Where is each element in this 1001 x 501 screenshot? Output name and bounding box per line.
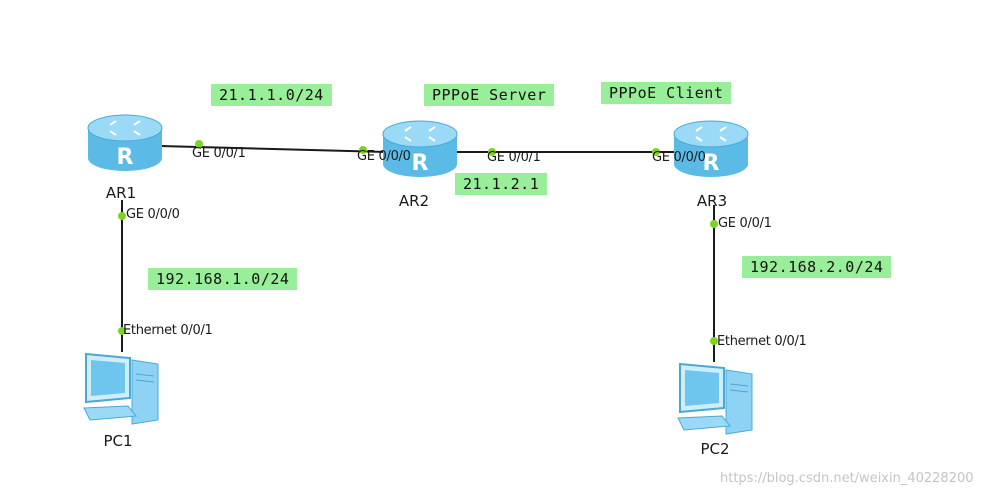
port-dot [710, 337, 718, 345]
port-dot [488, 148, 496, 156]
note-ar2-role: PPPoE Server [424, 84, 555, 106]
port-dot [118, 212, 126, 220]
port-dot [195, 140, 203, 148]
port-label-ar2-ge000: GE 0/0/0 [357, 149, 411, 164]
port-dot [710, 220, 718, 228]
device-label-ar3: AR3 [696, 192, 728, 210]
port-label-ar2-ge001: GE 0/0/1 [487, 150, 541, 165]
device-label-pc1: PC1 [103, 432, 133, 450]
note-ar2-addr: 21.1.2.1 [455, 173, 548, 195]
port-label-ar1-ge001: GE 0/0/1 [192, 146, 246, 161]
device-label-ar2: AR2 [398, 192, 430, 210]
device-label-pc2: PC2 [700, 440, 730, 458]
note-lan2: 192.168.2.0/24 [742, 256, 892, 278]
svg-text:R: R [412, 151, 429, 176]
port-label-pc1-eth: Ethernet 0/0/1 [123, 323, 213, 338]
port-dot [118, 327, 126, 335]
router-icon[interactable]: R [86, 110, 164, 178]
svg-text:R: R [703, 151, 720, 176]
port-label-pc2-eth: Ethernet 0/0/1 [717, 334, 807, 349]
watermark-text: https://blog.csdn.net/weixin_40228200 [720, 471, 974, 486]
port-dot [652, 148, 660, 156]
port-label-ar1-ge000: GE 0/0/0 [126, 207, 180, 222]
router-icon[interactable]: R [672, 116, 750, 184]
port-label-ar3-ge000: GE 0/0/0 [652, 150, 706, 165]
note-ar3-role: PPPoE Client [601, 82, 732, 104]
note-lan1: 192.168.1.0/24 [148, 268, 298, 290]
port-dot [359, 146, 367, 154]
pc-icon[interactable] [80, 350, 162, 426]
port-label-ar3-ge001: GE 0/0/1 [718, 216, 772, 231]
router-icon[interactable]: R [381, 116, 459, 184]
device-label-ar1: AR1 [105, 184, 137, 202]
note-net-ar1-ar2: 21.1.1.0/24 [211, 84, 332, 106]
svg-text:R: R [117, 145, 134, 170]
pc-icon[interactable] [674, 360, 756, 436]
